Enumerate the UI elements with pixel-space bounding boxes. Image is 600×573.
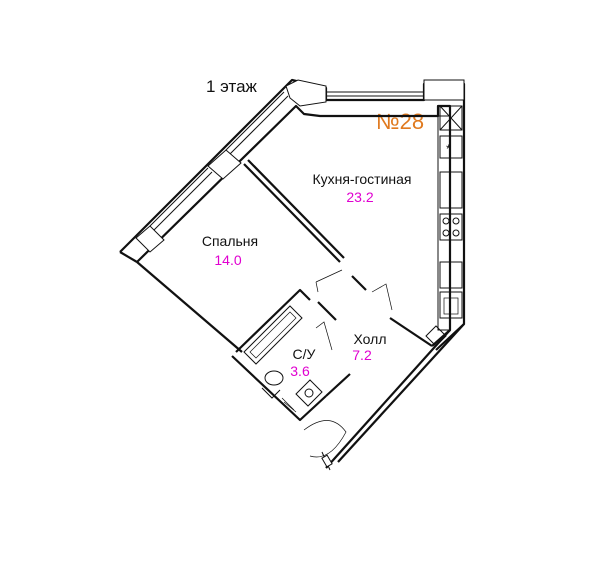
room-area: 7.2: [352, 347, 372, 363]
interior-walls: [136, 159, 433, 422]
outer-walls: [119, 78, 466, 469]
room-area: 3.6: [290, 363, 310, 379]
toilet-icon: [261, 370, 284, 399]
room-name: Спальня: [202, 233, 258, 249]
doors: [303, 269, 393, 471]
ventilation-shaft-icon: [439, 105, 463, 131]
sink-icon: [439, 291, 463, 319]
kitchen-fixtures: *: [425, 105, 463, 347]
room-name: Холл: [354, 331, 387, 347]
room-bathroom: С/У 3.6: [290, 346, 315, 379]
vent-symbol: *: [446, 142, 451, 156]
room-name: С/У: [293, 346, 316, 362]
bathroom-fixtures: [243, 305, 323, 413]
washbasin-icon: [295, 379, 323, 407]
room-kitchen-living: Кухня-гостиная 23.2: [312, 171, 411, 205]
apartment-number: №28: [376, 109, 424, 134]
room-area: 23.2: [346, 189, 373, 205]
room-name: Кухня-гостиная: [312, 171, 411, 187]
stove-icon: [439, 213, 463, 241]
room-area: 14.0: [214, 252, 241, 268]
room-bedroom: Спальня 14.0: [202, 233, 258, 268]
bathtub-icon: [243, 305, 303, 365]
room-hall: Холл 7.2: [352, 331, 386, 363]
floor-label: 1 этаж: [206, 77, 258, 96]
windows: [135, 79, 465, 253]
